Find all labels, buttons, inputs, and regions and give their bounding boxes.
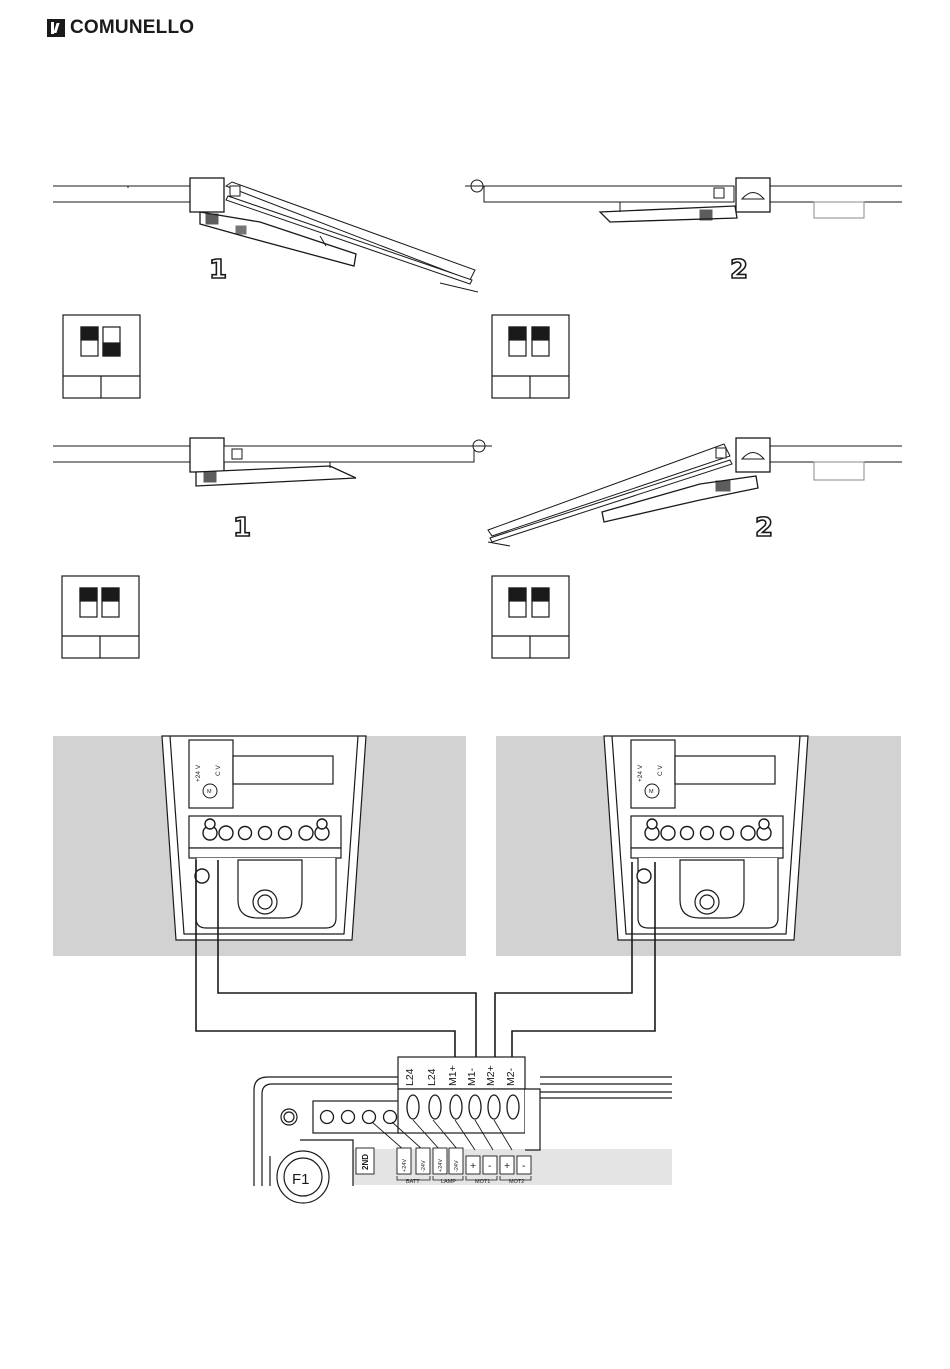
motor-panel-right: M +24 V C V xyxy=(496,736,901,956)
terminal-label-m2-plus: M2+ xyxy=(485,1065,497,1086)
row2-left-gate-diagram xyxy=(53,438,492,486)
dip-switch-row1-right xyxy=(492,315,569,398)
fuse-label: F1 xyxy=(292,1171,310,1188)
group-label-mot1: MOT1 xyxy=(475,1179,490,1185)
row2-right-gate-diagram xyxy=(488,438,902,546)
terminal-label-l24-a: L24 xyxy=(404,1068,416,1086)
motor-cv-label-right: C V xyxy=(657,765,664,777)
dip-switch-row1-left xyxy=(63,315,140,398)
dip-switch-row2-left xyxy=(62,576,139,658)
terminal-label-m2-minus: M2- xyxy=(505,1067,517,1086)
position-number-1: 1 xyxy=(209,255,227,285)
group-label-batt: BATT xyxy=(406,1179,420,1185)
bottom-label-mot2-plus: + xyxy=(504,1160,510,1172)
bottom-label-2nd: 2ND xyxy=(361,1154,370,1170)
terminal-label-m1-plus: M1+ xyxy=(447,1065,459,1086)
control-board: L24 L24 M1+ M1- M2+ M2- 2ND +24V -24V +2… xyxy=(254,1057,672,1203)
terminal-label-m1-minus: M1- xyxy=(466,1067,478,1086)
bottom-label-lamp-plus: +24V xyxy=(438,1159,444,1172)
group-label-lamp: LAMP xyxy=(441,1179,456,1185)
position-number-2: 2 xyxy=(730,255,748,285)
bottom-label-mot1-plus: + xyxy=(470,1160,476,1172)
bottom-label-mot1-minus: - xyxy=(488,1160,492,1172)
terminal-label-l24-b: L24 xyxy=(426,1068,438,1086)
bottom-label-batt-plus: +24V xyxy=(402,1159,408,1172)
row1-right-gate-diagram xyxy=(465,178,902,222)
bottom-label-lamp-minus: -24V xyxy=(454,1160,460,1172)
bottom-label-mot2-minus: - xyxy=(522,1160,526,1172)
motor-panel-left: M +24 V C V xyxy=(53,736,466,956)
bottom-label-batt-minus: -24V xyxy=(421,1160,427,1172)
motor-cv-label-left: C V xyxy=(215,765,222,777)
motor-m-label-left: M xyxy=(207,789,212,795)
position-number-2-row2: 2 xyxy=(755,513,773,543)
motor-m-label-right: M xyxy=(649,789,654,795)
row1-left-gate-diagram xyxy=(53,178,478,292)
dip-switch-row2-right xyxy=(492,576,569,658)
position-number-1-row2: 1 xyxy=(233,513,251,543)
group-label-mot2: MOT2 xyxy=(509,1179,524,1185)
motor-voltage-label-right: +24 V xyxy=(637,764,644,782)
motor-voltage-label-left: +24 V xyxy=(195,764,202,782)
